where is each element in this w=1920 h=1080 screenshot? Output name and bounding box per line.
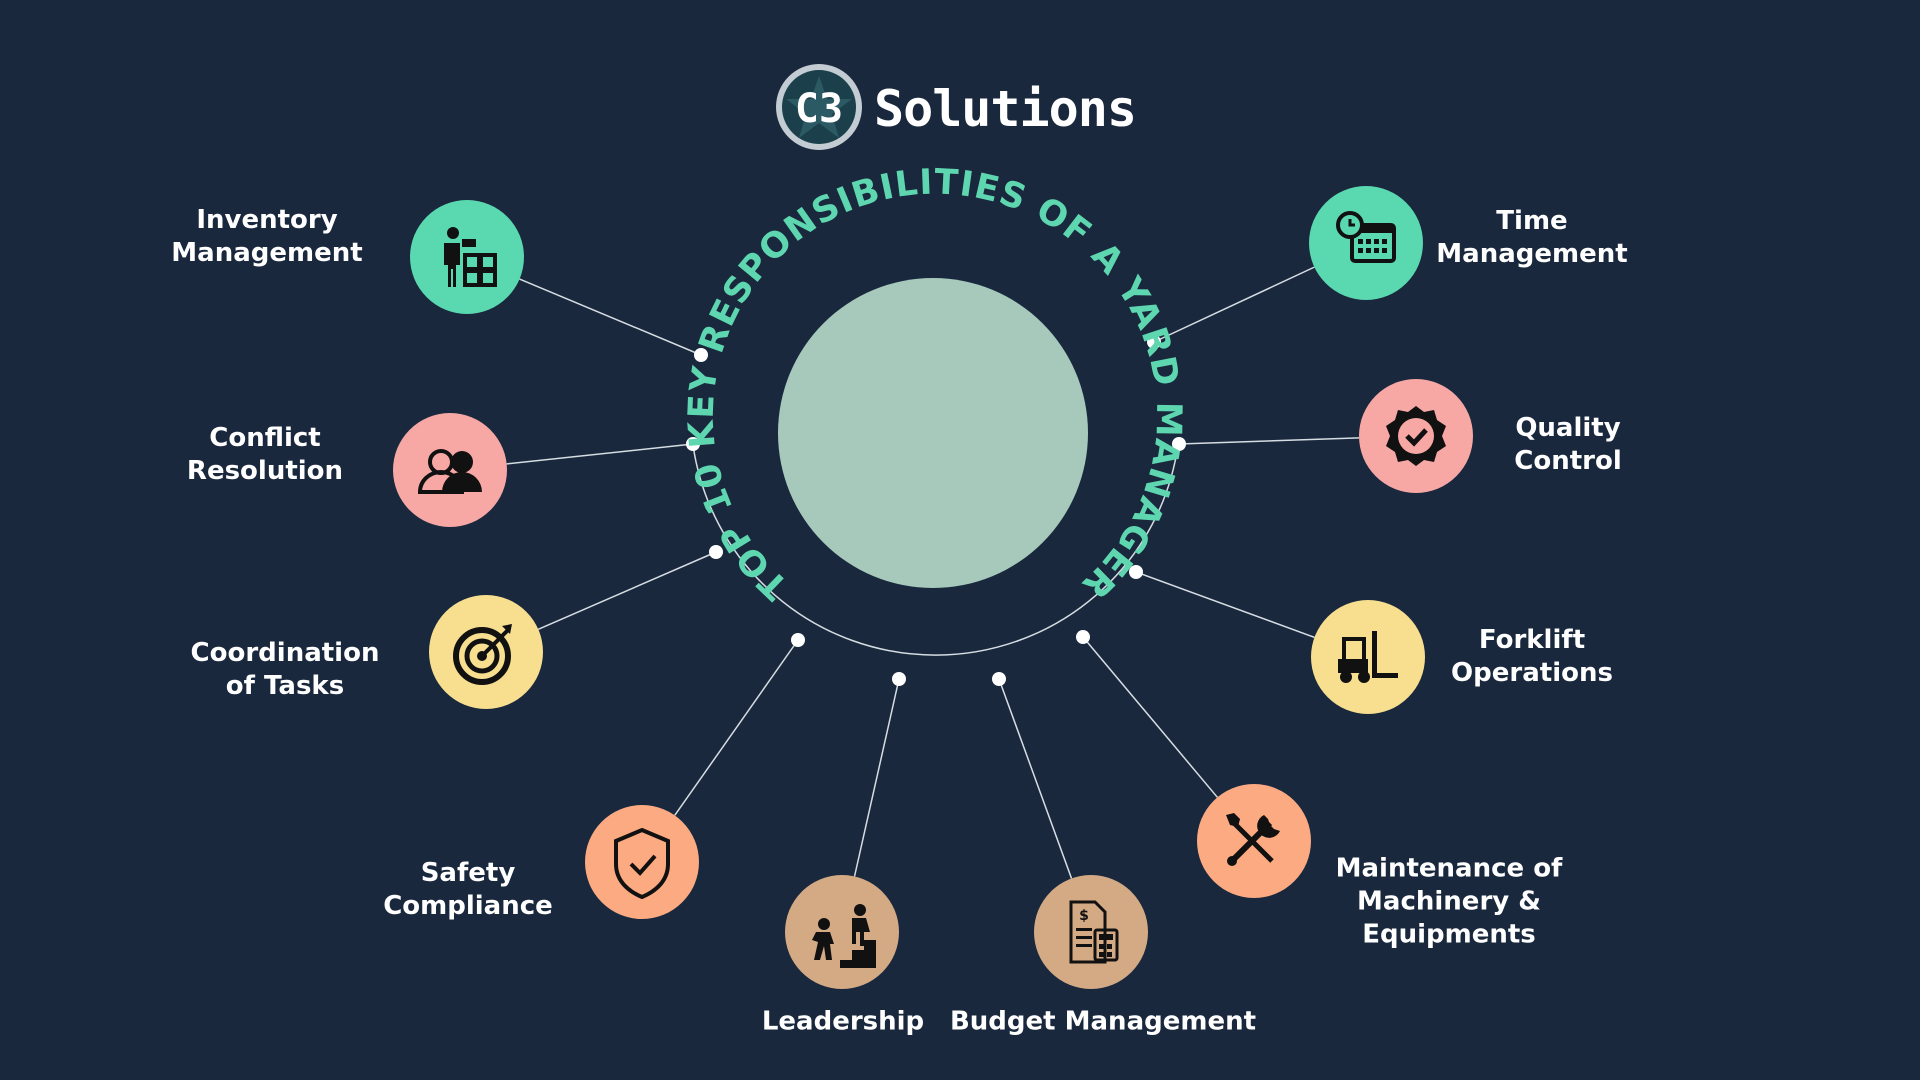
connector-line bbox=[998, 678, 1073, 879]
worker-boxes-icon bbox=[444, 227, 497, 287]
node-forklift bbox=[1311, 600, 1425, 714]
connector-dot bbox=[1076, 630, 1090, 644]
connector-dot bbox=[992, 672, 1006, 686]
shield-check-icon bbox=[614, 827, 670, 900]
connector-line bbox=[1178, 437, 1360, 445]
logo-mark: C3 bbox=[776, 64, 862, 150]
connector-dot bbox=[1172, 437, 1186, 451]
item-label: Leadership bbox=[762, 1006, 924, 1039]
item-label-line: Budget Management bbox=[949, 1006, 1257, 1037]
svg-text:$: $ bbox=[1079, 908, 1089, 924]
item-label-line: Maintenance of bbox=[1335, 853, 1563, 884]
node-circle bbox=[585, 805, 699, 919]
item-label-line: Time bbox=[1496, 206, 1568, 236]
item-label-line: of Tasks bbox=[225, 671, 345, 701]
node-target bbox=[429, 595, 543, 709]
item-label-line: Equipments bbox=[1362, 919, 1536, 950]
item-label-line: Safety bbox=[420, 858, 516, 888]
budget-calculator-icon: $ bbox=[1069, 900, 1119, 964]
people-icon bbox=[417, 449, 482, 494]
item-label-line: Inventory bbox=[196, 205, 338, 235]
item-label: Budget Management bbox=[950, 1006, 1256, 1039]
connector-line bbox=[1135, 571, 1315, 639]
connector-line bbox=[506, 443, 694, 465]
node-stairs-people bbox=[785, 875, 899, 989]
connector-line bbox=[1153, 266, 1315, 343]
item-label-line: Management bbox=[171, 238, 363, 268]
item-label-line: Control bbox=[1514, 446, 1622, 476]
connector-line bbox=[1082, 636, 1218, 798]
connector-dot bbox=[1129, 565, 1143, 579]
quality-badge-icon bbox=[1386, 406, 1446, 466]
connector-line bbox=[519, 278, 702, 356]
clock-calendar-icon bbox=[1336, 211, 1396, 263]
node-tools bbox=[1197, 784, 1311, 898]
forklift-icon bbox=[1338, 631, 1398, 683]
item-label-line: Operations bbox=[1451, 658, 1613, 688]
item-label-line: Compliance bbox=[383, 891, 553, 921]
node-circle bbox=[1311, 600, 1425, 714]
connector-dot bbox=[686, 437, 700, 451]
item-label-line: Forklift bbox=[1478, 625, 1586, 655]
node-people bbox=[393, 413, 507, 527]
node-clock-calendar bbox=[1309, 186, 1423, 300]
connector-dot bbox=[694, 348, 708, 362]
item-label-line: Leadership bbox=[761, 1006, 925, 1037]
connector-line bbox=[853, 678, 900, 877]
target-icon bbox=[453, 624, 512, 685]
item-label-line: Coordination bbox=[190, 638, 380, 668]
node-budget-calculator: $ bbox=[1034, 875, 1148, 989]
connector-line bbox=[674, 639, 799, 816]
connector-arc bbox=[692, 444, 1179, 656]
node-quality-badge bbox=[1359, 379, 1473, 493]
item-label-line: Management bbox=[1436, 239, 1628, 269]
connector-dot bbox=[791, 633, 805, 647]
connector-line bbox=[537, 551, 717, 630]
stairs-people-icon bbox=[812, 904, 876, 968]
item-label-line: Resolution bbox=[186, 456, 344, 486]
brand-name: Solutions bbox=[874, 80, 1137, 138]
connector-dot bbox=[1147, 335, 1161, 349]
connectors bbox=[506, 266, 1360, 879]
nodes: $ bbox=[393, 186, 1473, 989]
item-label-line: Machinery & bbox=[1357, 886, 1541, 917]
connector-dot bbox=[892, 672, 906, 686]
logo-mark-text: C3 bbox=[795, 86, 843, 132]
item-label-line: Quality bbox=[1515, 413, 1621, 443]
node-circle bbox=[1034, 875, 1148, 989]
item-label-line: Conflict bbox=[209, 423, 321, 453]
center-circle bbox=[778, 278, 1088, 588]
node-circle bbox=[785, 875, 899, 989]
node-shield-check bbox=[585, 805, 699, 919]
connector-dot bbox=[709, 545, 723, 559]
tools-icon bbox=[1226, 813, 1280, 866]
node-worker-boxes bbox=[410, 200, 524, 314]
